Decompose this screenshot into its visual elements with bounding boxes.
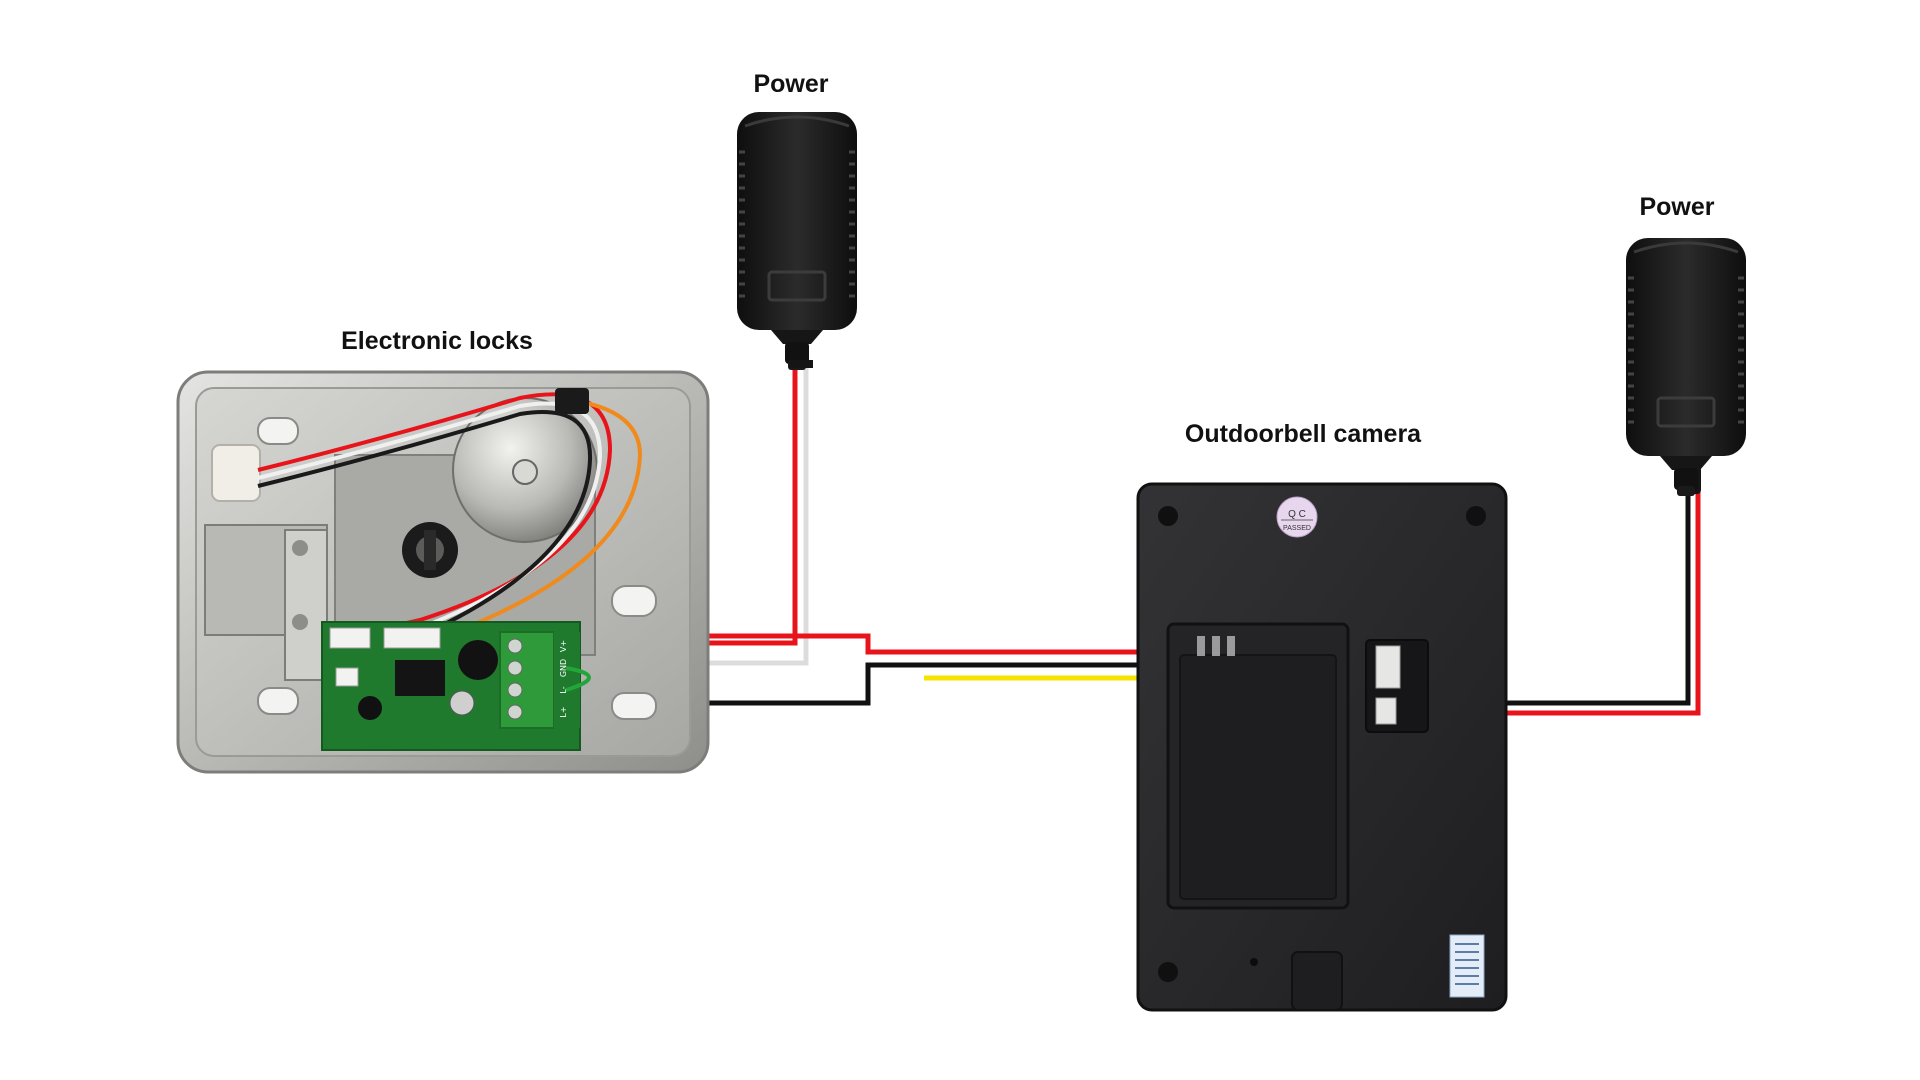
power-label-right: Power (1639, 193, 1715, 221)
power-adapter-icon (735, 110, 859, 372)
terminal-label-lminus: L- (559, 686, 568, 693)
terminal-label-lplus: L+ (559, 706, 568, 717)
electronic-lock-icon: V+ GND L- L+ (176, 370, 710, 774)
power-adapter-icon (1624, 236, 1748, 498)
electronic-lock-label: Electronic locks (341, 327, 533, 355)
wire-black-lock-to-camera (578, 662, 1378, 706)
power-label-left: Power (753, 70, 829, 98)
terminal-label-gnd: GND (559, 659, 568, 677)
qc-sticker-bottom: PASSED (1283, 525, 1311, 532)
doorbell-camera-back-icon: Q C PASSED (1136, 482, 1508, 1012)
qc-sticker-top: Q C (1288, 509, 1306, 520)
camera-label: Outdoorbell camera (1184, 420, 1422, 448)
terminal-label-vplus: V+ (559, 640, 568, 652)
wire-red-lock-to-camera (578, 633, 1378, 655)
